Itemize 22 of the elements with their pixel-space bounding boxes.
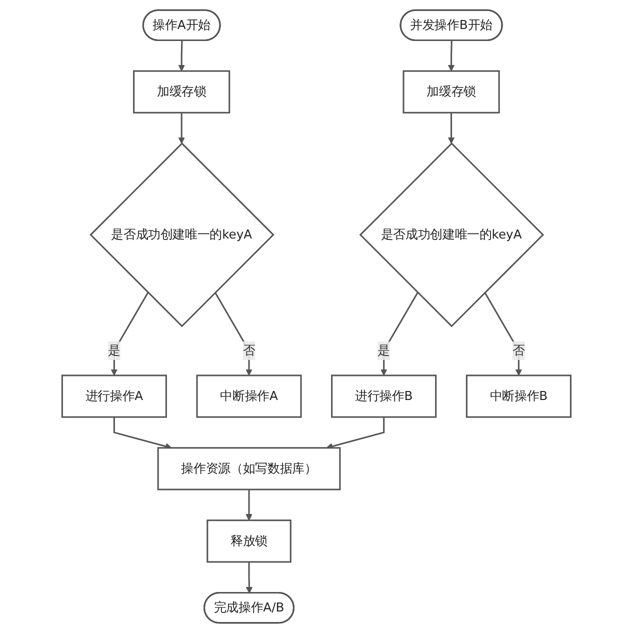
node-box: 操作资源（如写数据库） [157,447,341,490]
node-box: 进行操作A [61,374,167,418]
node-box: 中断操作A [196,374,302,418]
arrow [448,112,455,144]
edge-label: 否 [242,343,256,358]
edge-label: 是 [108,343,120,358]
node-box: 释放锁 [206,520,292,563]
node-box: 中断操作B [466,374,572,418]
node-diamond: 是否成功创建唯一的keyA [90,142,274,328]
node-box: 加缓存锁 [133,70,230,114]
arrow [178,40,186,72]
node-box: 进行操作B [331,374,437,418]
arrow [448,40,455,72]
edge-label: 是 [378,343,390,358]
node-box: 加缓存锁 [402,70,500,114]
arrow [178,112,186,144]
arrow [246,490,252,521]
arrow [246,562,253,594]
edge-label: 否 [512,343,525,358]
arrow [484,292,522,376]
node-diamond: 是否成功创建唯一的keyA [359,142,544,328]
arrow [214,292,252,376]
